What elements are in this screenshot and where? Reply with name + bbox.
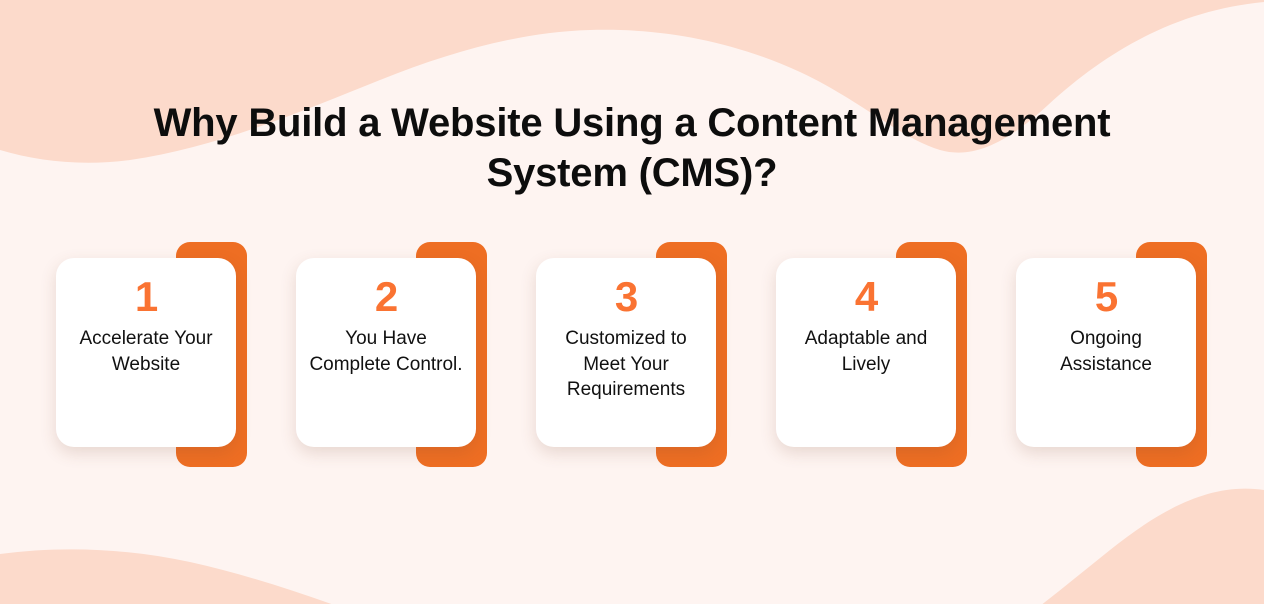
benefit-card-1[interactable]: 1 Accelerate Your Website (56, 242, 248, 468)
benefit-card-4[interactable]: 4 Adaptable and Lively (776, 242, 968, 468)
card-label-4: Adaptable and Lively (804, 328, 928, 375)
bottom-wave-shape (0, 488, 1264, 604)
card-number-2: 2 (374, 273, 398, 320)
card-label-2: You Have Complete Control. (309, 328, 463, 375)
card-number-4: 4 (854, 273, 878, 320)
benefit-card-5[interactable]: 5 Ongoing Assistance (1016, 242, 1208, 468)
page-title-text: Why Build a Website Using a Content Mana… (153, 101, 1111, 195)
card-number-1: 1 (134, 273, 158, 320)
benefit-card-3[interactable]: 3 Customized to Meet Your Requirements (536, 242, 728, 468)
card-face-1: 1 Accelerate Your Website (56, 258, 236, 447)
card-number-5: 5 (1094, 273, 1118, 320)
card-face-3: 3 Customized to Meet Your Requirements (536, 258, 716, 447)
benefit-card-2[interactable]: 2 You Have Complete Control. (296, 242, 488, 468)
card-label-5: Ongoing Assistance (1060, 328, 1152, 375)
page-title: Why Build a Website Using a Content Mana… (0, 98, 1264, 198)
card-face-2: 2 You Have Complete Control. (296, 258, 476, 447)
card-face-4: 4 Adaptable and Lively (776, 258, 956, 447)
card-number-3: 3 (614, 273, 638, 320)
card-label-1: Accelerate Your Website (79, 328, 213, 375)
benefit-card-row: 1 Accelerate Your Website 2 You Have Com… (56, 242, 1208, 468)
card-label-3: Customized to Meet Your Requirements (565, 328, 687, 400)
card-face-5: 5 Ongoing Assistance (1016, 258, 1196, 447)
